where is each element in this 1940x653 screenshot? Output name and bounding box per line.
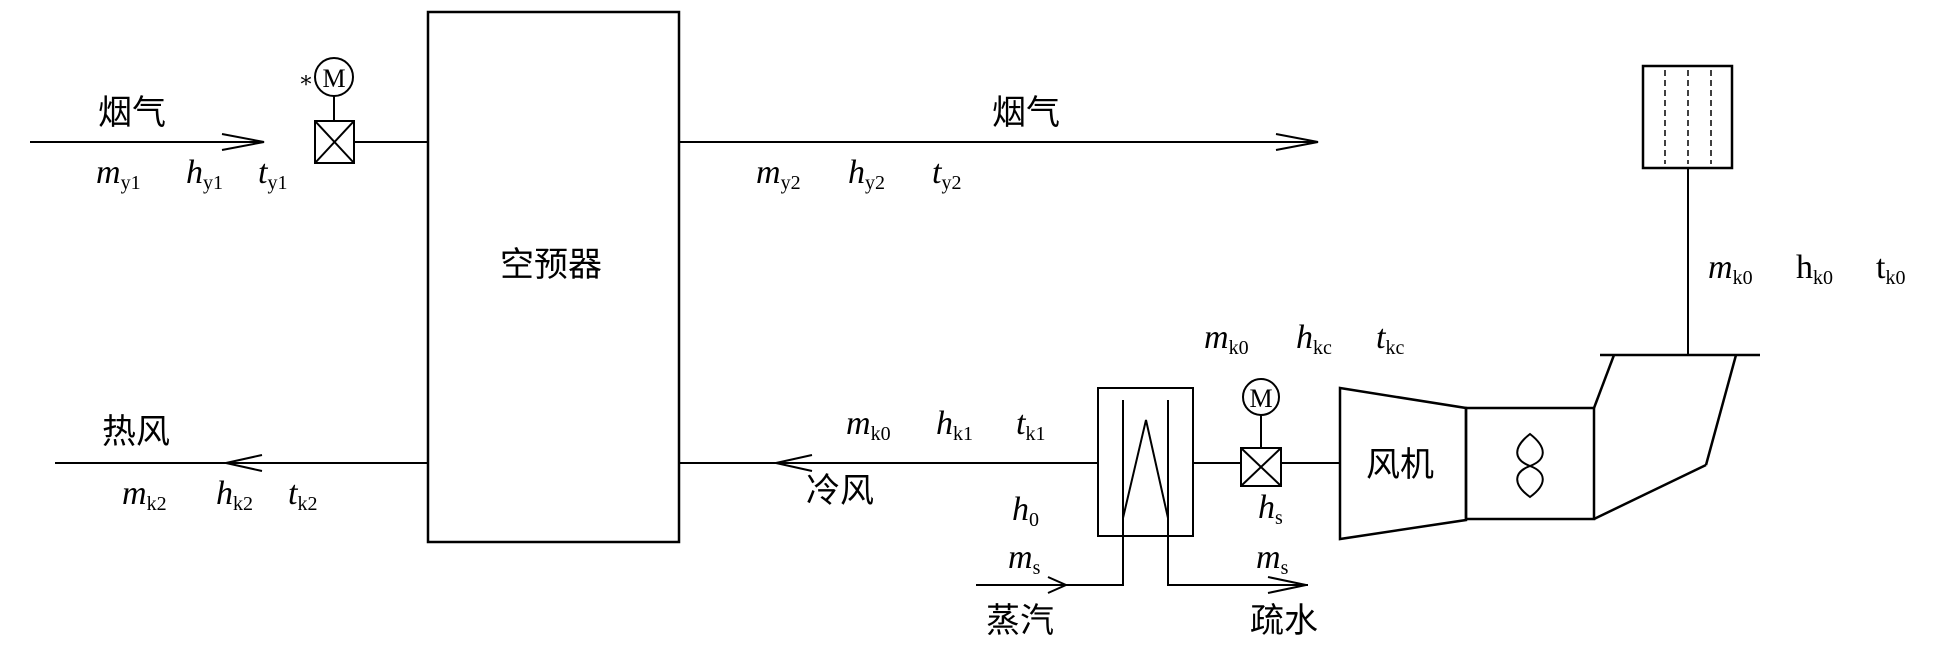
fan-motor-box xyxy=(1464,406,1596,521)
var-hy1: hy1 xyxy=(186,154,223,194)
hot-air-line xyxy=(55,454,428,472)
drain-label: 疏水 xyxy=(1250,601,1318,641)
fan-damper-motor: M xyxy=(1242,378,1280,416)
var-ms-out: ms xyxy=(1256,539,1289,579)
flue-damper-valve xyxy=(314,96,355,164)
motor-label-2: M xyxy=(1249,384,1272,413)
var-hk2: hk2 xyxy=(216,475,253,515)
var-mk0-in: mk0 xyxy=(1708,249,1753,289)
var-hy2: hy2 xyxy=(848,154,885,194)
var-tkc: tkc xyxy=(1376,319,1404,359)
air-preheater-box xyxy=(426,10,681,544)
var-hk0-in: hk0 xyxy=(1796,249,1833,289)
var-ty2: ty2 xyxy=(932,154,961,194)
flue-gas-inlet-label: 烟气 xyxy=(98,93,166,133)
var-tk0-in: tk0 xyxy=(1876,249,1905,289)
flue-damper-motor: M * xyxy=(301,57,354,98)
flue-gas-inlet-line xyxy=(30,133,428,151)
fan-damper-valve xyxy=(1240,415,1282,487)
cold-air-label: 冷风 xyxy=(806,471,874,511)
air-preheater-label: 空预器 xyxy=(500,245,602,285)
motor-label: M xyxy=(322,64,345,93)
hot-air-label: 热风 xyxy=(102,412,170,452)
var-my2: my2 xyxy=(756,154,801,194)
var-ty1: ty1 xyxy=(258,154,287,194)
flue-gas-outlet-line xyxy=(679,133,1319,151)
fan-inlet-duct xyxy=(1592,353,1760,521)
var-hs: hs xyxy=(1258,489,1283,529)
fan-impeller-icon xyxy=(1516,432,1544,499)
var-tk2: tk2 xyxy=(288,475,317,515)
var-my1: my1 xyxy=(96,154,141,194)
steam-label: 蒸汽 xyxy=(986,601,1054,641)
var-tk1: tk1 xyxy=(1016,405,1045,445)
air-filter xyxy=(1641,64,1734,170)
steam-heater xyxy=(976,387,1308,594)
var-hk1: hk1 xyxy=(936,405,973,445)
var-ms-in: ms xyxy=(1008,539,1041,579)
motor-star: * xyxy=(301,73,312,98)
flue-gas-outlet-label: 烟气 xyxy=(992,93,1060,133)
var-mk0-cold: mk0 xyxy=(846,405,891,445)
var-h0: h0 xyxy=(1012,491,1039,531)
fan-label: 风机 xyxy=(1366,445,1434,485)
cold-air-line xyxy=(679,454,1340,472)
var-mk0-fan: mk0 xyxy=(1204,319,1249,359)
var-mk2: mk2 xyxy=(122,475,167,515)
var-hkc: hkc xyxy=(1296,319,1332,359)
